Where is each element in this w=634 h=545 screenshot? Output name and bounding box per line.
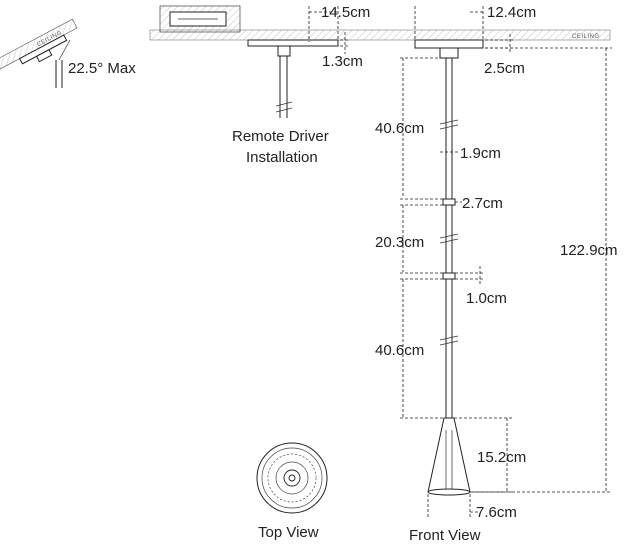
remote-driver-line2: Installation bbox=[246, 149, 318, 166]
joint-upper-label: 2.7cm bbox=[462, 195, 503, 212]
overall-height-label: 122.9cm bbox=[560, 242, 618, 259]
joint-lower-label: 1.0cm bbox=[466, 290, 507, 307]
remote-driver-assembly: 14.5cm 1.3cm Remote Driver Installation bbox=[232, 4, 370, 166]
shade-height-label: 15.2cm bbox=[477, 449, 526, 466]
canopy-width-label: 12.4cm bbox=[487, 4, 536, 21]
front-view-pendant: 12.4cm 2.5cm 40.6cm 20.3cm 40.6cm 1.9cm … bbox=[375, 4, 618, 544]
shade-width-label: 7.6cm bbox=[476, 504, 517, 521]
stem-middle-label: 20.3cm bbox=[375, 234, 424, 251]
tilt-label: 22.5° Max bbox=[68, 60, 136, 77]
ceiling-label: CEILING bbox=[572, 34, 600, 40]
ceiling: CEILING bbox=[149, 5, 611, 41]
canopy-height-label: 2.5cm bbox=[484, 60, 525, 77]
front-view-label: Front View bbox=[409, 527, 481, 544]
remote-driver-line1: Remote Driver bbox=[232, 128, 329, 145]
driver-canopy-width-label: 14.5cm bbox=[321, 4, 370, 21]
driver-canopy-height-label: 1.3cm bbox=[322, 53, 363, 70]
stem-upper-label: 40.6cm bbox=[375, 120, 424, 137]
tilt-detail: CEILING 22.5° Max bbox=[0, 18, 136, 88]
top-view: Top View bbox=[256, 442, 328, 541]
stem-lower-label: 40.6cm bbox=[375, 342, 424, 359]
top-view-label: Top View bbox=[258, 524, 319, 541]
stem-diameter-label: 1.9cm bbox=[460, 145, 501, 162]
